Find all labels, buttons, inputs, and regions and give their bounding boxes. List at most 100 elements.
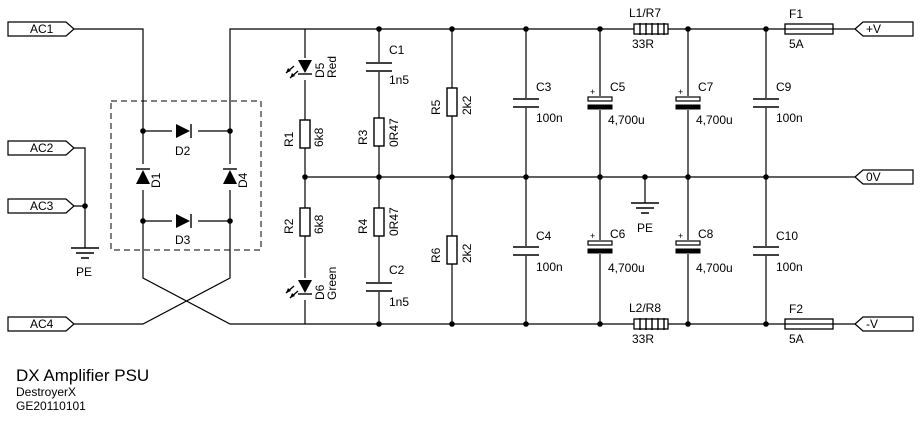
inductor-l1-ref: L1/R7 [629,6,661,20]
port-ac1-label: AC1 [30,22,54,36]
led-d6-color: Green [325,267,339,300]
capacitor-c6-val: 4,700u [608,261,645,275]
resistor-r5: R5 2k2 [429,87,474,117]
capacitor-c6-plus: + [590,231,595,241]
resistor-r2-ref: R2 [282,218,296,234]
led-d6-ref: D6 [313,284,327,300]
capacitor-c5-ref: C5 [610,80,626,94]
resistor-r5-ref: R5 [429,99,443,115]
capacitor-c3-val: 100n [536,111,563,125]
capacitor-c4: C4 100n [513,229,563,274]
capacitor-c3-ref: C3 [536,80,552,94]
resistor-r3-ref: R3 [356,129,370,145]
fuse-f2-ref: F2 [789,302,803,316]
schematic-author: DestroyerX [16,385,77,399]
capacitor-c10-val: 100n [776,260,803,274]
resistor-r5-val: 2k2 [460,95,474,115]
capacitor-c6: + C6 4,700u [587,227,645,275]
resistor-r3-val: 0R47 [387,118,401,147]
capacitor-c9-ref: C9 [776,80,792,94]
capacitor-c6-ref: C6 [610,227,626,241]
port-vneg: -V [854,316,914,332]
diode-d3: D3 [172,214,198,247]
capacitor-c5-plus: + [590,87,595,97]
capacitor-c10-ref: C10 [776,229,798,243]
capacitor-c9: C9 100n [753,80,803,125]
fuse-f1: F1 5A [784,7,834,51]
ground-left: PE [71,247,99,279]
title-block: DX Amplifier PSU DestroyerX GE20110101 [16,366,149,413]
ground-left-label: PE [76,265,92,279]
wires [74,28,855,325]
capacitor-c8-plus: + [678,231,683,241]
inductor-l1-val: 33R [632,37,654,51]
diode-d4-label: D4 [236,172,250,188]
resistor-r1-val: 6k8 [312,127,326,147]
capacitor-c10: C10 100n [753,229,803,274]
diode-d1-label: D1 [149,172,163,188]
fuse-f1-val: 5A [789,37,804,51]
schematic-code: GE20110101 [16,399,86,413]
diode-d1: D1 [136,164,163,190]
diode-d2: D2 [172,124,198,158]
port-ac1: AC1 [7,21,75,37]
inductor-l2-ref: L2/R8 [629,301,661,315]
capacitor-c2-ref: C2 [389,263,405,277]
diode-d2-label: D2 [175,144,191,158]
schematic-title: DX Amplifier PSU [16,366,150,385]
port-ac4: AC4 [7,316,75,332]
capacitor-c5-val: 4,700u [608,113,645,127]
ground-center: PE [631,202,659,235]
port-ac4-label: AC4 [30,317,54,331]
port-vpos: +V [854,21,914,37]
fuse-f2: F2 5A [784,302,834,346]
diode-d4: D4 [223,164,250,190]
port-v0: 0V [854,169,914,185]
fuse-f2-val: 5A [789,332,804,346]
resistor-r4: R4 0R47 [356,207,401,237]
inductor-l2-val: 33R [632,332,654,346]
led-d5: D5 Red [285,56,339,80]
capacitor-c2-val: 1n5 [389,295,409,309]
port-vpos-label: +V [866,22,881,36]
port-ac3-label: AC3 [30,199,54,213]
capacitor-c5: + C5 4,700u [587,80,645,127]
resistor-r6: R6 2k2 [429,235,474,265]
junctions [82,26,769,327]
capacitor-c1: C1 1n5 [366,43,409,87]
led-d6: D6 Green [285,267,339,300]
capacitor-c7: + C7 4,700u [675,80,733,127]
capacitor-c1-val: 1n5 [389,73,409,87]
capacitor-c7-val: 4,700u [696,113,733,127]
capacitor-c3: C3 100n [513,80,563,125]
inductor-l1: L1/R7 33R [629,6,669,51]
port-ac2-label: AC2 [30,141,54,155]
bridge-box [110,100,262,251]
resistor-r2: R2 6k8 [282,207,326,237]
diode-d3-label: D3 [175,233,191,247]
resistor-r2-val: 6k8 [312,214,326,234]
resistor-r6-val: 2k2 [460,243,474,263]
capacitor-c8: + C8 4,700u [675,227,733,275]
ground-center-label: PE [637,221,653,235]
capacitor-c1-ref: C1 [389,43,405,57]
capacitor-c7-plus: + [678,87,683,97]
resistor-r1: R1 6k8 [282,119,326,149]
port-vneg-label: -V [866,317,878,331]
resistor-r6-ref: R6 [429,247,443,263]
capacitor-c9-val: 100n [776,111,803,125]
port-ac2: AC2 [7,140,75,156]
resistor-r1-ref: R1 [282,131,296,147]
port-ac3: AC3 [7,198,75,214]
resistor-r4-ref: R4 [356,218,370,234]
capacitor-c4-ref: C4 [536,229,552,243]
port-v0-label: 0V [866,170,881,184]
capacitor-c7-ref: C7 [698,80,714,94]
capacitor-c2: C2 1n5 [366,263,409,309]
capacitor-c8-ref: C8 [698,227,714,241]
inductor-l2: L2/R8 33R [629,301,669,346]
led-d5-color: Red [325,56,339,78]
led-d5-ref: D5 [313,62,327,78]
capacitor-c8-val: 4,700u [696,261,733,275]
